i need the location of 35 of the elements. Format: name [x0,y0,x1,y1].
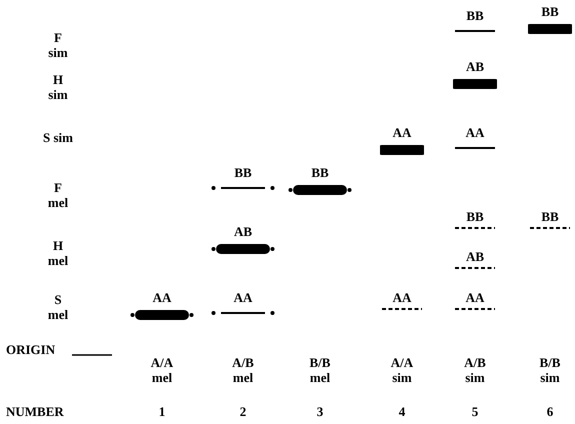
row-label: F mel [46,180,70,210]
genotype-label: AA [466,291,484,305]
genotype-label: BB [466,9,484,23]
column-label: A/A sim [390,355,414,385]
row-label: NUMBER [6,404,64,419]
genotype-label: AB [466,60,484,74]
genotype-label: AA [466,126,484,140]
row-label: F sim [47,30,69,60]
genotype-label: AA [392,291,412,305]
genotype-label: BB [541,210,559,224]
row-label: H mel [46,238,70,268]
row-label: S mel [46,292,70,322]
genotype-label: BB [311,166,329,180]
lane-number: 3 [316,404,324,419]
column-label: A/B mel [231,355,255,385]
column-label: B/B sim [538,355,562,385]
genotype-label: BB [234,166,252,180]
lane-number: 4 [398,404,406,419]
genotype-label: AB [466,250,484,264]
column-label: A/A mel [150,355,174,385]
lane-number: 2 [238,404,248,419]
column-label: A/B sim [463,355,487,385]
lane-number: 6 [546,404,554,419]
genotype-label: AA [234,291,252,305]
genotype-label: BB [466,210,484,224]
lane-number: 5 [470,404,480,419]
column-label: B/B mel [308,355,332,385]
genotype-label: AB [234,225,252,239]
lane-number: 1 [158,404,166,419]
genotype-label: BB [541,5,559,19]
row-label: S sim [43,130,73,145]
genotype-label: AA [392,126,412,140]
row-label: ORIGIN [6,342,56,357]
row-label: H sim [47,72,69,102]
genotype-label: AA [152,291,172,305]
